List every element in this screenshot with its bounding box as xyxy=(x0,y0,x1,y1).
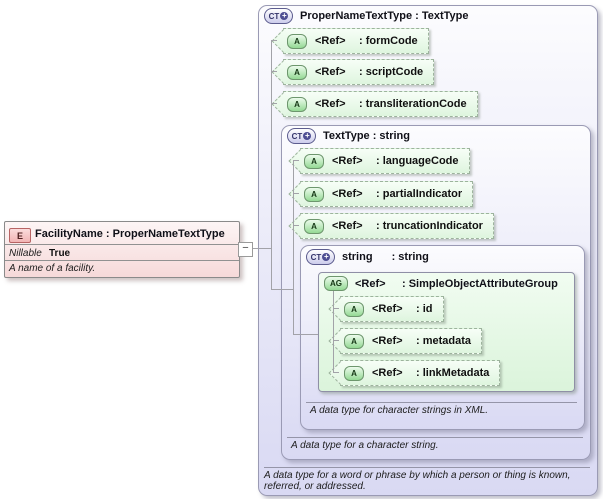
tree-tick xyxy=(271,40,277,41)
attribute-icon: A xyxy=(287,64,307,80)
complex-type-icon: CT+ xyxy=(264,8,293,24)
attribute-name: : linkMetadata xyxy=(416,367,490,379)
attribute-group-name: : SimpleObjectAttributeGroup xyxy=(402,277,558,290)
propernametexttype-annotation-divider xyxy=(264,467,590,468)
attribute-node-id[interactable]: A <Ref> : id xyxy=(340,296,444,322)
complex-type-icon-label: CT xyxy=(268,11,280,21)
attribute-name: : id xyxy=(416,303,433,315)
attribute-ref: <Ref> xyxy=(332,155,363,167)
string-title-type: : string xyxy=(391,251,429,263)
tree-tick xyxy=(333,340,339,341)
attribute-name: : truncationIndicator xyxy=(376,220,483,232)
propernametexttype-annotation: A data type for a word or phrase by whic… xyxy=(264,470,571,492)
string-annotation: A data type for character strings in XML… xyxy=(310,405,489,416)
tree-tick xyxy=(293,193,299,194)
tree-spine xyxy=(293,160,294,335)
element-box-facilityname[interactable]: E FacilityName : ProperNameTextType Nill… xyxy=(4,221,240,278)
attribute-node-truncationindicator[interactable]: A <Ref> : truncationIndicator xyxy=(300,213,494,239)
complex-type-icon: CT+ xyxy=(306,249,335,265)
propernametexttype-title: ProperNameTextType : TextType xyxy=(300,10,469,22)
tree-spine xyxy=(271,40,272,290)
attribute-ref: <Ref> xyxy=(372,303,403,315)
tree-tick xyxy=(271,71,277,72)
tree-tick xyxy=(293,225,299,226)
tree-spine xyxy=(333,291,334,373)
tree-elbow xyxy=(271,289,293,290)
attribute-ref: <Ref> xyxy=(332,188,363,200)
attribute-icon: A xyxy=(304,218,324,234)
tree-tick xyxy=(293,160,299,161)
element-divider xyxy=(5,244,239,245)
attribute-node-partialindicator[interactable]: A <Ref> : partialIndicator xyxy=(300,181,474,207)
texttype-annotation-divider xyxy=(287,437,583,438)
attribute-ref: <Ref> xyxy=(315,98,346,110)
complex-type-icon-label: CT xyxy=(291,131,303,141)
attribute-icon: A xyxy=(304,153,324,169)
attribute-icon: A xyxy=(287,96,307,112)
attribute-icon: A xyxy=(344,333,364,349)
attribute-name: : transliterationCode xyxy=(359,98,467,110)
propernametexttype-header[interactable]: CT+ ProperNameTextType : TextType xyxy=(264,8,469,24)
attribute-ref: <Ref> xyxy=(332,220,363,232)
tree-tick xyxy=(333,308,339,309)
attribute-node-scriptcode[interactable]: A <Ref> : scriptCode xyxy=(283,59,435,85)
element-icon: E xyxy=(9,228,31,243)
collapse-toggle[interactable]: − xyxy=(238,242,253,257)
nillable-label: Nillable xyxy=(9,248,42,259)
attribute-icon: A xyxy=(344,301,364,317)
string-header[interactable]: CT+ string : string xyxy=(306,249,429,265)
attribute-node-languagecode[interactable]: A <Ref> : languageCode xyxy=(300,148,470,174)
attribute-icon: A xyxy=(304,186,324,202)
nillable-value: True xyxy=(49,248,71,259)
attribute-name: : formCode xyxy=(359,35,418,47)
attribute-icon: A xyxy=(344,365,364,381)
expand-plus-icon: + xyxy=(280,11,289,20)
texttype-title: TextType : string xyxy=(323,130,410,142)
attribute-node-linkmetadata[interactable]: A <Ref> : linkMetadata xyxy=(340,360,501,386)
element-divider xyxy=(5,260,239,261)
attribute-icon: A xyxy=(287,33,307,49)
string-annotation-divider xyxy=(306,402,577,403)
texttype-annotation: A data type for a character string. xyxy=(291,440,439,451)
attribute-name: : metadata xyxy=(416,335,472,347)
attribute-ref: <Ref> xyxy=(315,66,346,78)
attribute-ref: <Ref> xyxy=(372,367,403,379)
texttype-header[interactable]: CT+ TextType : string xyxy=(287,128,410,144)
expand-plus-icon: + xyxy=(322,252,331,261)
attribute-group-icon: AG xyxy=(324,276,348,291)
connector-line xyxy=(252,248,271,249)
element-title: FacilityName : ProperNameTextType xyxy=(35,228,225,240)
tree-tick xyxy=(333,372,339,373)
attribute-ref: <Ref> xyxy=(315,35,346,47)
attribute-node-metadata[interactable]: A <Ref> : metadata xyxy=(340,328,483,354)
attribute-name: : languageCode xyxy=(376,155,459,167)
complex-type-icon: CT+ xyxy=(287,128,316,144)
complex-type-icon-label: CT xyxy=(310,252,322,262)
tree-tick xyxy=(271,103,277,104)
attribute-ref: <Ref> xyxy=(372,335,403,347)
attribute-group-header[interactable]: AG <Ref> : SimpleObjectAttributeGroup xyxy=(324,276,558,291)
attribute-node-formcode[interactable]: A <Ref> : formCode xyxy=(283,28,429,54)
tree-elbow xyxy=(293,334,318,335)
element-annotation: A name of a facility. xyxy=(9,263,96,274)
expand-plus-icon: + xyxy=(303,131,312,140)
attribute-group-ref: <Ref> xyxy=(355,277,386,290)
attribute-node-transliterationcode[interactable]: A <Ref> : transliterationCode xyxy=(283,91,478,117)
string-title-name: string xyxy=(342,251,373,263)
attribute-name: : scriptCode xyxy=(359,66,424,78)
attribute-name: : partialIndicator xyxy=(376,188,463,200)
